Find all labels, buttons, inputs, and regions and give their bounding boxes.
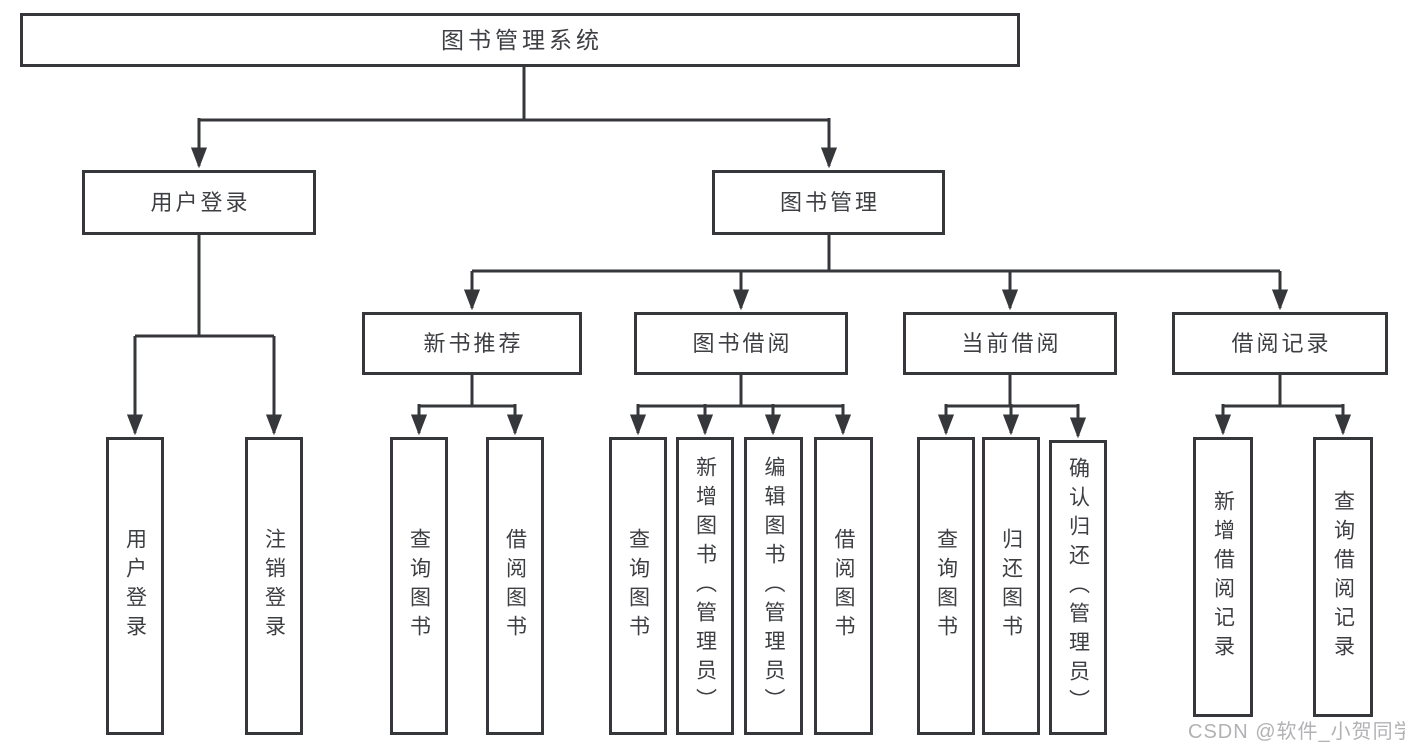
leaf-query-books-borrowing: 查询图书 bbox=[609, 437, 667, 735]
node-new-book-recommend: 新书推荐 bbox=[362, 312, 582, 375]
leaf-query-books-recommend: 查询图书 bbox=[390, 437, 448, 735]
watermark: CSDN @软件_小贺同学 bbox=[1188, 721, 1405, 743]
node-borrowing-records: 借阅记录 bbox=[1172, 312, 1388, 375]
leaf-add-book-admin: 新增图书（管理员） bbox=[676, 437, 734, 735]
node-user-login: 用户登录 bbox=[82, 170, 316, 235]
leaf-query-borrow-record: 查询借阅记录 bbox=[1313, 437, 1373, 717]
leaf-confirm-return-admin: 确认归还（管理员） bbox=[1049, 440, 1107, 735]
node-current-borrowing: 当前借阅 bbox=[903, 312, 1117, 375]
node-book-borrowing: 图书借阅 bbox=[634, 312, 848, 375]
node-book-management: 图书管理 bbox=[712, 170, 945, 235]
leaf-borrow-books-recommend: 借阅图书 bbox=[486, 437, 544, 735]
leaf-borrow-books-borrowing: 借阅图书 bbox=[814, 437, 873, 735]
leaf-query-books-current: 查询图书 bbox=[917, 437, 975, 735]
connector-trunks bbox=[135, 66, 1343, 408]
leaf-edit-book-admin: 编辑图书（管理员） bbox=[744, 437, 803, 735]
leaf-add-borrow-record: 新增借阅记录 bbox=[1193, 437, 1253, 717]
leaf-user-login: 用户登录 bbox=[106, 437, 164, 735]
node-root: 图书管理系统 bbox=[20, 13, 1020, 67]
leaf-logout-login: 注销登录 bbox=[245, 437, 303, 735]
leaf-return-books: 归还图书 bbox=[982, 437, 1040, 735]
